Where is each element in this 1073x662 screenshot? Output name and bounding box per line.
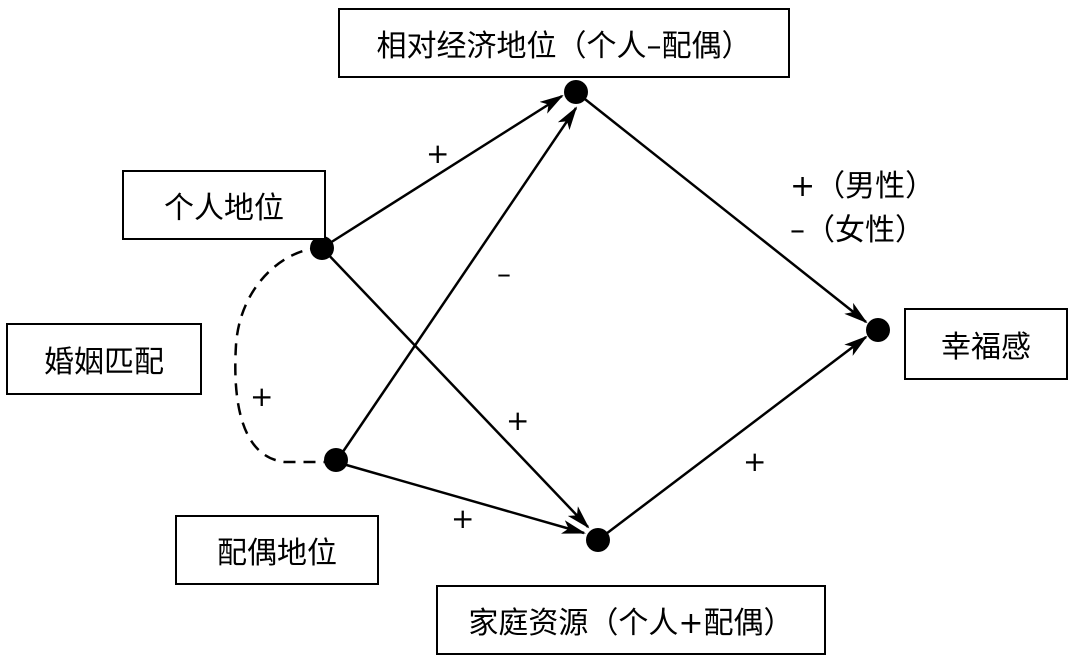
node-spouse-status: 配偶地位 bbox=[175, 515, 379, 585]
label-relative-to-happiness-male: +（男性） bbox=[790, 169, 936, 204]
label-personal-to-relative: + bbox=[426, 137, 450, 170]
label-family-to-happiness: + bbox=[743, 445, 767, 478]
dot-relative-status bbox=[564, 80, 588, 104]
label-personal-to-family: + bbox=[506, 404, 530, 437]
label-spouse-to-family: + bbox=[451, 502, 475, 535]
dot-family-resources bbox=[586, 528, 610, 552]
label-spouse-to-relative: – bbox=[497, 257, 511, 290]
dot-happiness bbox=[866, 318, 890, 342]
matching-dashed-curve bbox=[234, 246, 336, 464]
edge-spouse-to-relative bbox=[334, 106, 578, 463]
edge-relative-to-happiness bbox=[575, 91, 868, 324]
edge-personal-to-relative bbox=[321, 94, 564, 250]
node-happiness: 幸福感 bbox=[904, 308, 1068, 380]
label-relative-to-happiness-female: –（女性） bbox=[790, 213, 925, 248]
label-matching: + bbox=[250, 380, 274, 413]
edge-personal-to-family bbox=[321, 247, 590, 529]
node-personal-status: 个人地位 bbox=[122, 170, 326, 240]
node-relative-status: 相对经济地位（个人–配偶） bbox=[338, 8, 790, 78]
node-marital-matching: 婚姻匹配 bbox=[6, 323, 202, 395]
edge-family-to-happiness bbox=[597, 335, 868, 541]
edge-spouse-to-family bbox=[335, 460, 586, 535]
dot-personal-status bbox=[310, 236, 334, 260]
dot-spouse-status bbox=[324, 448, 348, 472]
node-family-resources: 家庭资源（个人+配偶） bbox=[436, 585, 826, 655]
